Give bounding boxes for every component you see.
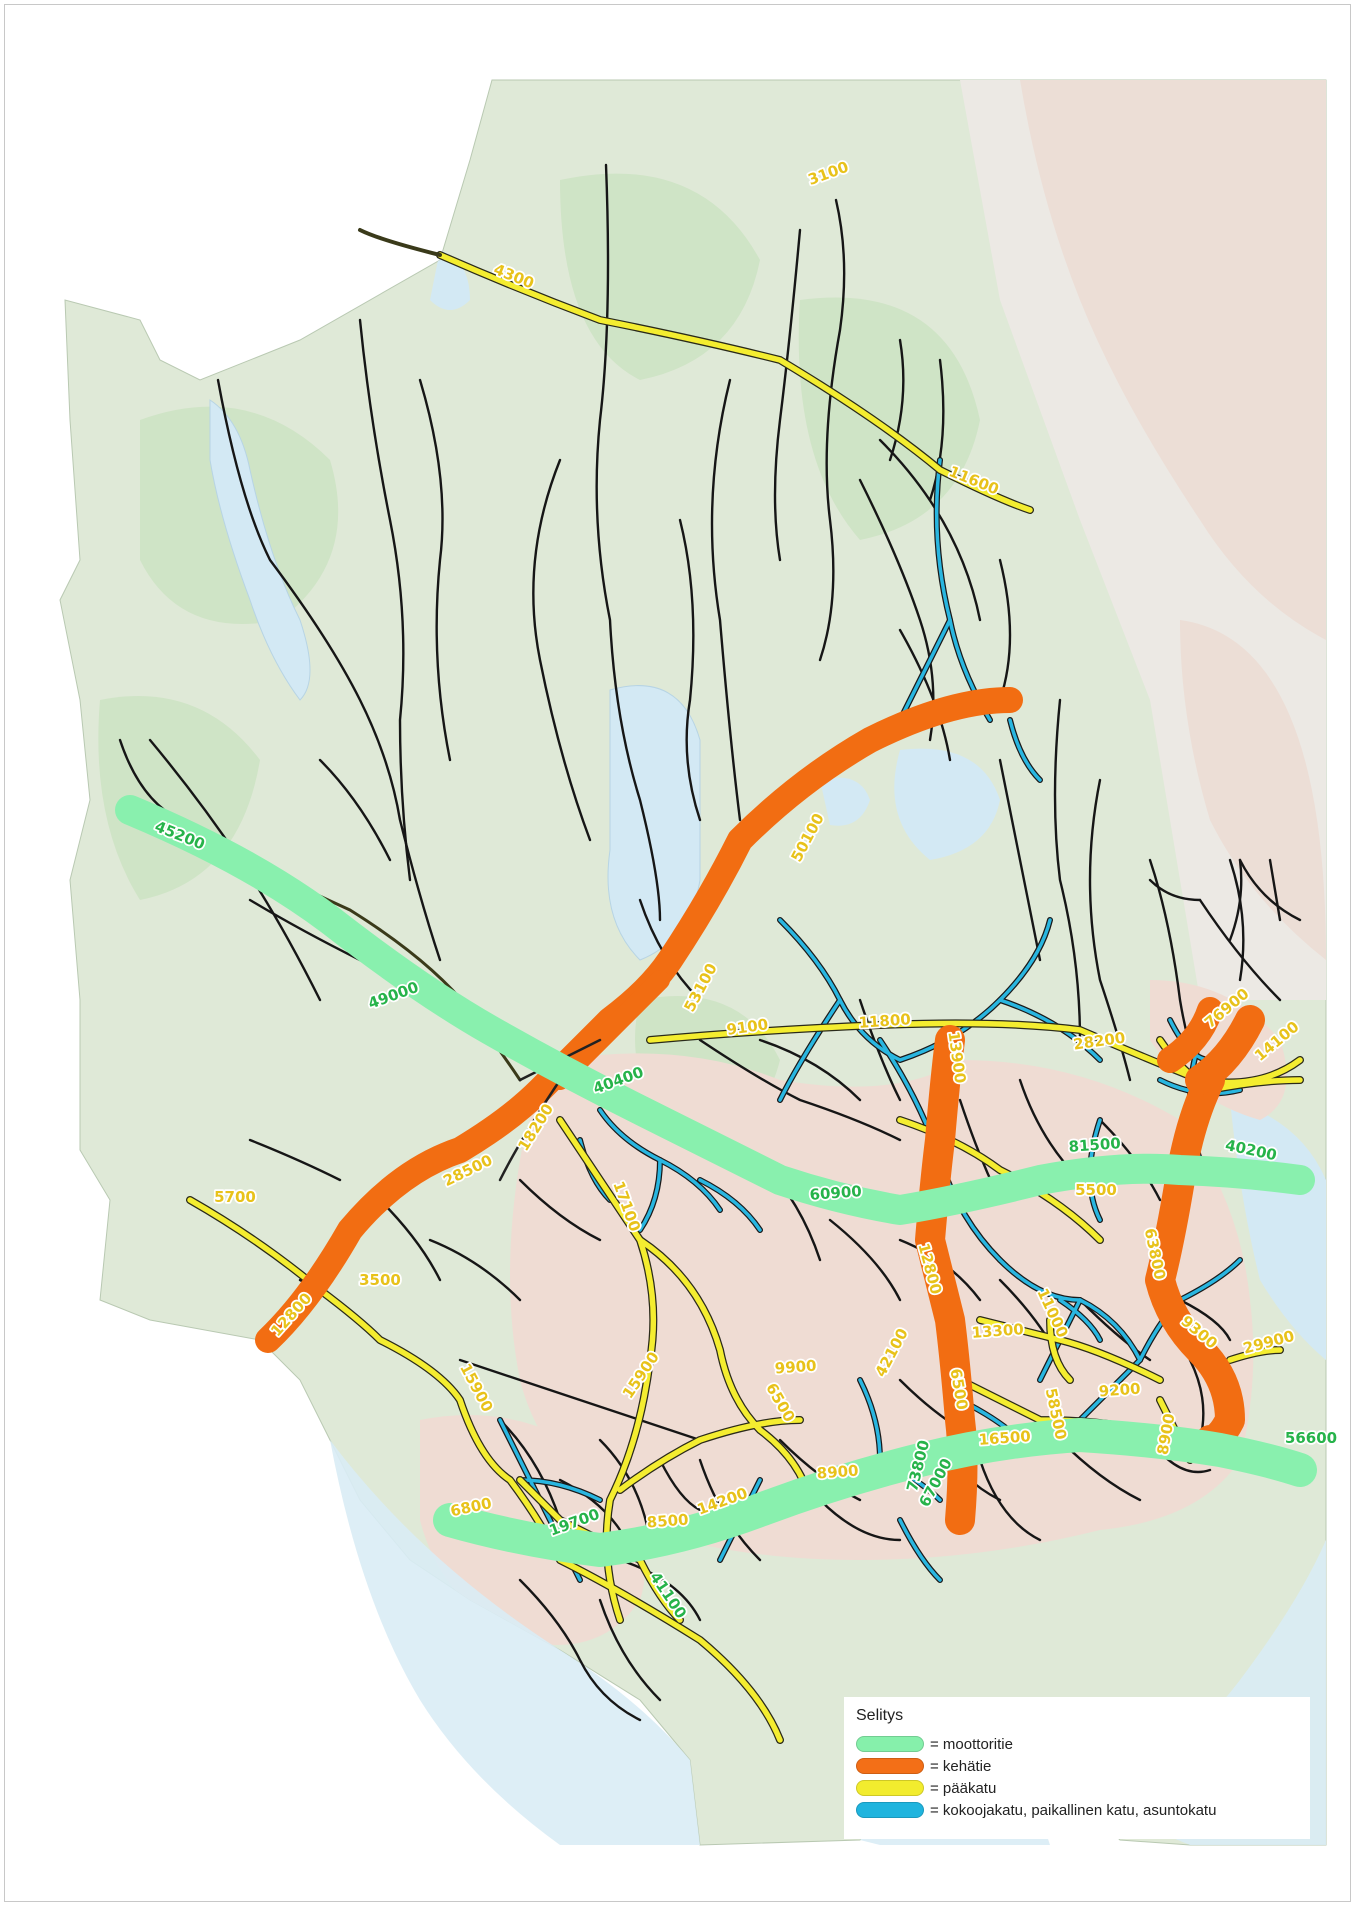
legend-item-kehatie: = kehätie xyxy=(856,1755,1298,1777)
map-legend: Selitys = moottoritie = kehätie = pääkat… xyxy=(844,1697,1310,1839)
legend-item-paakatu: = pääkatu xyxy=(856,1777,1298,1799)
volume-label: 8900 xyxy=(816,1462,859,1483)
volume-label: 11700 xyxy=(0,0,26,4)
volume-label: 3500 xyxy=(359,1271,401,1289)
legend-label: = pääkatu xyxy=(930,1779,997,1797)
land-area xyxy=(59,79,1327,1846)
volume-label: 5500 xyxy=(1075,1181,1117,1199)
motorway-south xyxy=(433,1418,1317,1567)
legend-label: = kokoojakatu, paikallinen katu, asuntok… xyxy=(930,1801,1217,1819)
legend-label: = kehätie xyxy=(930,1757,992,1775)
volume-label: 60900 xyxy=(809,1182,862,1204)
volume-label: 8500 xyxy=(646,1511,689,1532)
urban-zone xyxy=(1180,620,1326,960)
volume-label: 11800 xyxy=(858,1010,911,1032)
volume-label: 5700 xyxy=(214,1188,256,1206)
volume-label: 9900 xyxy=(774,1357,817,1378)
volume-label: 81500 xyxy=(1068,1134,1121,1156)
legend-item-moottoritie: = moottoritie xyxy=(856,1733,1298,1755)
motorway xyxy=(115,795,1317,1567)
lake xyxy=(894,748,1000,860)
volume-label: 13300 xyxy=(971,1320,1024,1342)
legend-title: Selitys xyxy=(856,1707,904,1724)
lake xyxy=(209,399,311,701)
motorway-west xyxy=(115,795,1315,1225)
legend-swatch-paakatu xyxy=(856,1780,924,1796)
volume-label: 9200 xyxy=(1098,1380,1141,1401)
lake xyxy=(820,777,870,826)
urban-zone xyxy=(1020,80,1326,640)
sea xyxy=(330,1440,700,1845)
legend-swatch-kokoojakatu xyxy=(856,1802,924,1818)
thin-road-north xyxy=(358,228,442,257)
legend-swatch-kehatie xyxy=(856,1758,924,1774)
legend-item-kokoojakatu: = kokoojakatu, paikallinen katu, asuntok… xyxy=(856,1799,1298,1821)
legend-swatch-moottoritie xyxy=(856,1736,924,1752)
forest-patch xyxy=(560,173,760,380)
volume-label: 16500 xyxy=(978,1427,1031,1449)
ring-road-center xyxy=(915,1025,978,1535)
legend-label: = moottoritie xyxy=(930,1735,1013,1753)
volume-label: 56600 xyxy=(1285,1429,1337,1447)
